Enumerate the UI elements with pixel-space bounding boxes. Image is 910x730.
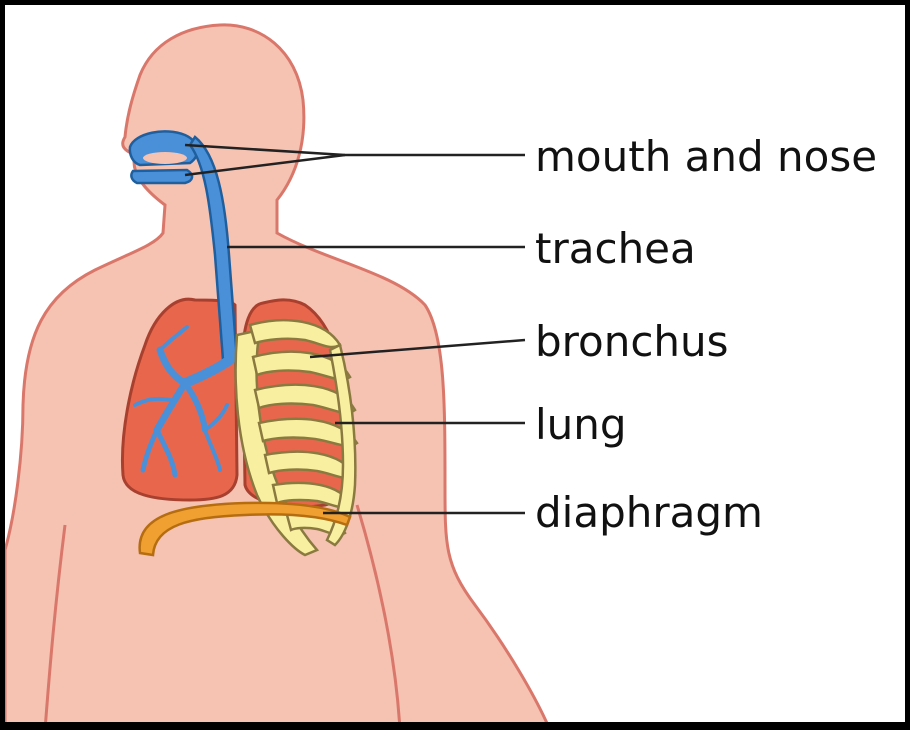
label-bronchus: bronchus (535, 317, 729, 366)
label-diaphragm: diaphragm (535, 488, 763, 537)
respiratory-system-diagram: mouth and nose trachea bronchus lung dia… (5, 5, 910, 730)
label-trachea: trachea (535, 224, 696, 273)
oral-cavity (143, 152, 187, 164)
mouth-passage (131, 170, 192, 183)
label-lung: lung (535, 400, 627, 449)
label-mouth-and-nose: mouth and nose (535, 132, 877, 181)
